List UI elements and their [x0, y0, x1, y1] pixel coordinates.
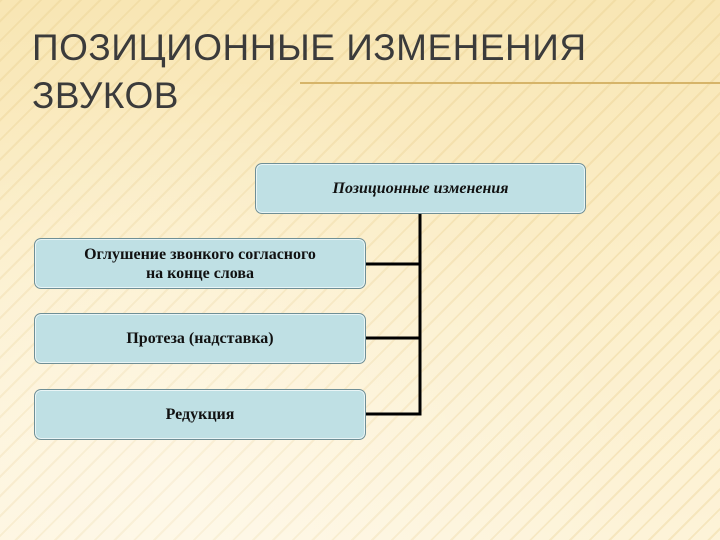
diagram-node-devoicing: Оглушение звонкого согласного на конце с… [34, 238, 366, 289]
diagram-node-reduction-label: Редукция [165, 406, 235, 423]
title-divider-line [300, 82, 720, 84]
diagram-node-prothesis-label: Протеза (надставка) [126, 330, 274, 347]
diagram-root-node: Позиционные изменения [255, 163, 586, 214]
diagram-node-reduction: Редукция [34, 389, 366, 440]
diagram-node-prothesis: Протеза (надставка) [34, 313, 366, 364]
slide-title: ПОЗИЦИОННЫЕ ИЗМЕНЕНИЯ ЗВУКОВ [32, 27, 587, 116]
diagram-root-label: Позиционные изменения [332, 180, 509, 197]
diagram-node-devoicing-line1: Оглушение звонкого согласного [84, 245, 316, 263]
diagram-node-devoicing-line2: на конце слова [145, 264, 255, 282]
